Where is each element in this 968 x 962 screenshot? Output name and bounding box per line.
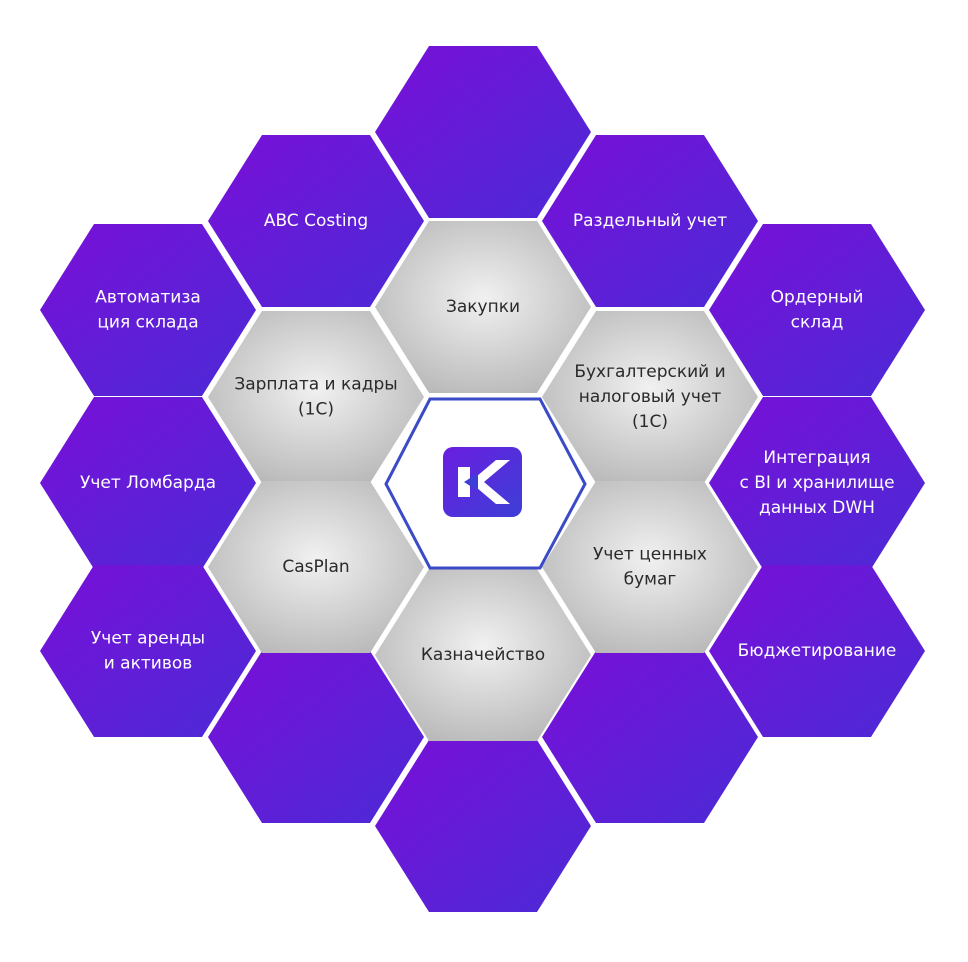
- hexagon-shape: [208, 135, 424, 307]
- hexagon-shape: [709, 397, 925, 569]
- hexagon-shape: [709, 565, 925, 737]
- hexagon-shape: [709, 224, 925, 396]
- hexagon-bottom-left: [208, 651, 424, 823]
- hexagon-label: Ордерный: [771, 288, 864, 308]
- hexagon-bottom-right: [542, 651, 758, 823]
- hexagon-label: Раздельный учет: [573, 211, 727, 231]
- hexagon-payroll: Зарплата и кадры (1С): [208, 311, 424, 483]
- hexagon-label: данных DWH: [759, 498, 875, 518]
- hexagon-shape: [542, 135, 758, 307]
- hexagon-label: с BI и хранилище: [739, 473, 894, 493]
- hexagon-label: CasPlan: [282, 557, 349, 577]
- hexagon-label: Зарплата и кадры: [234, 375, 397, 395]
- hexagon-shape: [40, 224, 256, 396]
- hexagon-label: склад: [791, 313, 844, 333]
- k-logo-icon: [443, 447, 522, 517]
- center-hexagon: [384, 397, 587, 570]
- hexagon-label: Казначейство: [421, 645, 545, 665]
- hexagon-rent-assets: Учет аренды и активов: [40, 565, 256, 737]
- hexagon-shape: [208, 311, 424, 483]
- hexagon-shape: [375, 569, 591, 741]
- hexagon-bottom: [375, 740, 591, 912]
- hexagon-bi-integration: Интеграция с BI и хранилище данных DWH: [709, 397, 925, 569]
- hexagon-securities: Учет ценных бумаг: [542, 481, 758, 653]
- hexagon-label: бумаг: [624, 570, 677, 590]
- hexagon-purchases: Закупки: [375, 221, 591, 393]
- hexagon-budgeting: Бюджетирование: [709, 565, 925, 737]
- hexagon-label: Учет Ломбарда: [80, 473, 216, 493]
- hexagon-shape: [375, 221, 591, 393]
- hexagon-shape: [208, 481, 424, 653]
- hexagon-label: налоговый учет: [579, 387, 722, 407]
- hexagon-accounting: Бухгалтерский и налоговый учет (1С): [542, 311, 758, 483]
- hexagon-warehouse-automation: Автоматиза ция склада: [40, 224, 256, 396]
- hexagon-label: ABC Costing: [264, 211, 368, 231]
- hexagon-label: Интеграция: [763, 448, 870, 468]
- hexagon-top: [375, 46, 591, 218]
- hexagon-shape: [542, 311, 758, 483]
- hexagon-shape: [40, 397, 256, 569]
- hexagon-label: Бюджетирование: [738, 641, 897, 661]
- hexagon-label: Автоматиза: [95, 288, 201, 308]
- hexagon-casplan: CasPlan: [208, 481, 424, 653]
- hexagon-shape: [542, 651, 758, 823]
- hexagon-label: Бухгалтерский и: [574, 362, 725, 382]
- hexagon-shape: [375, 46, 591, 218]
- hexagon-label: Учет ценных: [593, 545, 707, 565]
- hexagon-shape: [40, 565, 256, 737]
- hexagon-pawnshop: Учет Ломбарда: [40, 397, 256, 569]
- hexagon-label: Закупки: [446, 297, 520, 317]
- hexagon-label: ция склада: [97, 313, 198, 333]
- hexagon-order-warehouse: Ордерный склад: [709, 224, 925, 396]
- hexagon-label: и активов: [104, 654, 193, 674]
- hexagon-label: Учет аренды: [91, 629, 205, 649]
- hexagon-shape: [375, 740, 591, 912]
- hexagon-abc-costing: ABC Costing: [208, 135, 424, 307]
- hexagon-treasury: Казначейство: [375, 569, 591, 741]
- hexagon-shape: [542, 481, 758, 653]
- hexagon-separate-accounting: Раздельный учет: [542, 135, 758, 307]
- hexagon-shape: [208, 651, 424, 823]
- hexagon-label: (1С): [632, 412, 668, 432]
- hexagon-label: (1С): [298, 400, 334, 420]
